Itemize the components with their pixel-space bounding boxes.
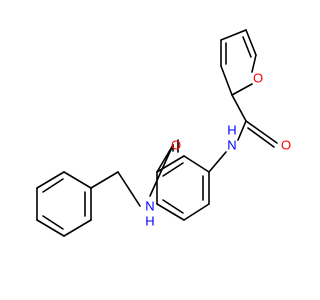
- bond-ring2-5: [183, 155, 210, 173]
- atom-carbonyl-oxygen-1: O: [281, 138, 291, 153]
- atom-amide-nitrogen-2: N: [145, 199, 154, 214]
- atom-amide-h-1: H: [227, 123, 236, 138]
- bond-phenyl-2: [36, 219, 65, 237]
- bond-ch2-phenyl: [90, 171, 119, 189]
- molecule-structure-diagram: O O N H O N H: [36, 29, 291, 237]
- atom-amide-nitrogen-1: N: [227, 138, 236, 153]
- bond-carbonyl-2-n2: [149, 144, 174, 197]
- bond-phenyl-4: [36, 171, 65, 189]
- bond-ring2-inner-1: [162, 199, 184, 214]
- bond-phenyl-1: [63, 219, 92, 237]
- atom-labels: O O N H O N H: [145, 71, 291, 229]
- bond-furan-c5-o: [251, 54, 257, 73]
- bond-ring2-2: [156, 203, 185, 221]
- bond-carbonyl-1-n1: [237, 120, 247, 141]
- bond-furan-c4-c5-inner: [242, 36, 252, 58]
- bond-furan-c2-c3: [220, 65, 233, 96]
- bond-furan-to-carbonyl-1: [231, 94, 247, 122]
- bond-phenyl-5: [63, 171, 92, 189]
- bond-carbonyl-1-double-b: [247, 127, 275, 148]
- bond-phenyl-inner-2: [42, 178, 64, 193]
- bond-ring2-1: [183, 203, 210, 221]
- molecule-bonds: [36, 29, 278, 237]
- bond-n2-ch2: [117, 171, 141, 207]
- bond-phenyl-inner-1: [42, 215, 64, 230]
- bond-furan-o-c2: [231, 83, 253, 96]
- atom-carbonyl-oxygen-2: O: [171, 138, 181, 153]
- bond-furan-c4-c5: [245, 29, 257, 56]
- atom-furan-oxygen: O: [253, 71, 263, 86]
- bond-furan-c3-c4: [220, 29, 247, 41]
- atom-amide-h-2: H: [145, 214, 154, 229]
- bond-n1-ring: [208, 151, 227, 173]
- bond-carbonyl-1-double-a: [245, 120, 278, 144]
- bond-ring2-inner-2: [162, 162, 184, 177]
